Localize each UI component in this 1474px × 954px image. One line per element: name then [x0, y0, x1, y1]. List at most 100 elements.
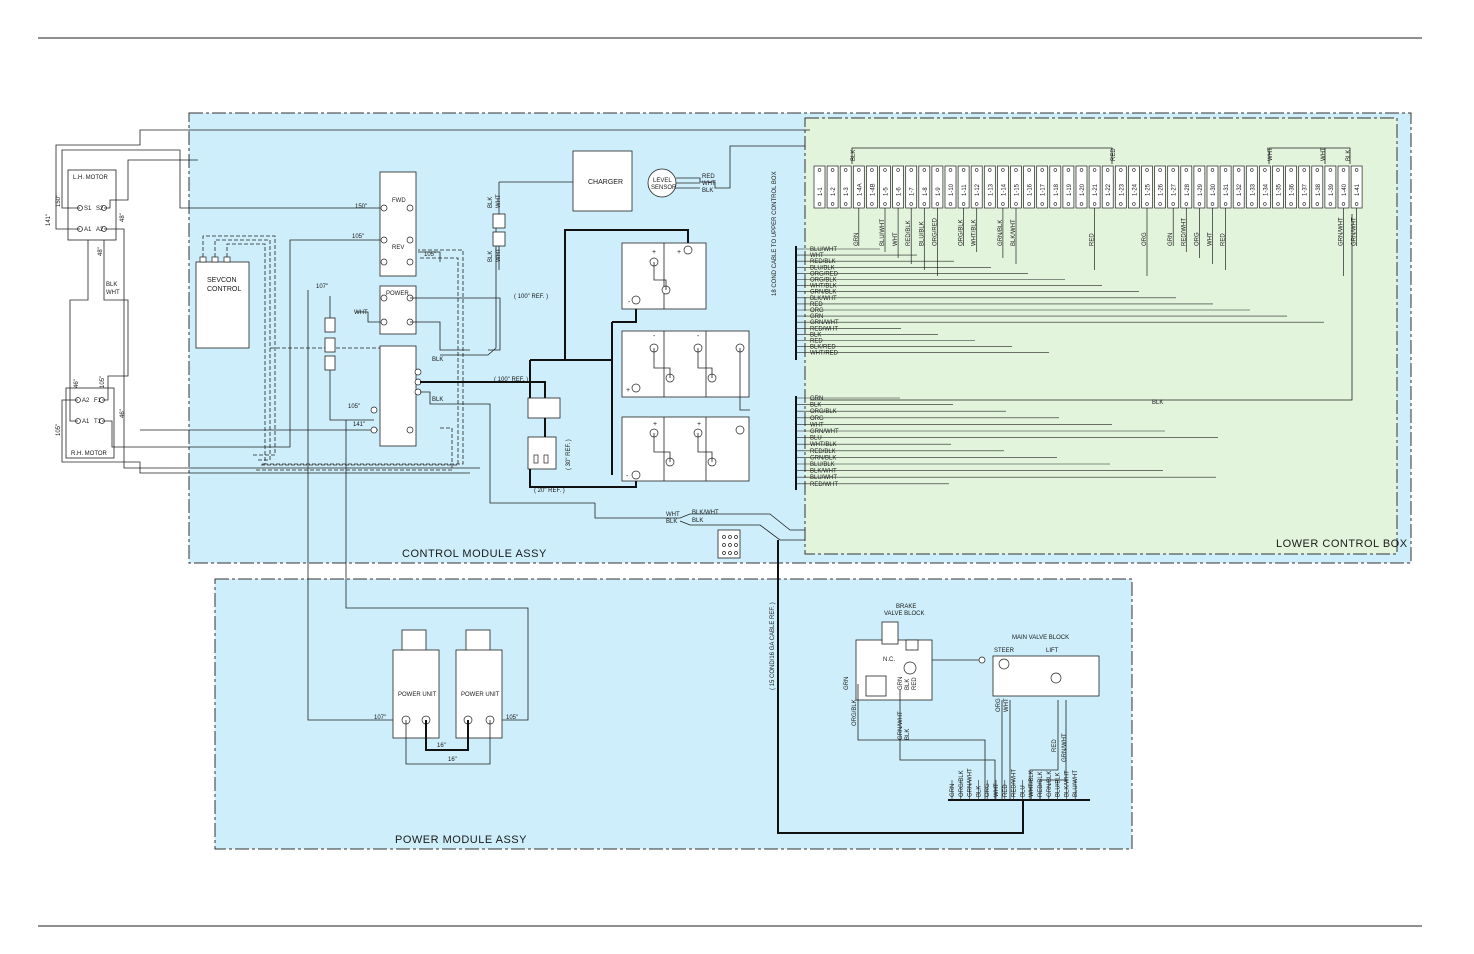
drop-wire-label: RED: [1090, 233, 1096, 246]
terminal-block: 1-31: [1219, 165, 1232, 209]
cable1-wires: BLU/WHTWHTRED/BLKBLU/BLKORG/REDORG/BLKWH…: [796, 247, 1324, 357]
drop-wire-label: RED/BLK: [906, 220, 912, 246]
main-contactor: [370, 345, 422, 447]
terminal-label: 1-13: [988, 183, 994, 196]
svg-text:S1: S1: [84, 206, 92, 212]
svg-text:POWER UNIT: POWER UNIT: [461, 692, 500, 698]
terminal-block: 1-40: [1337, 165, 1350, 209]
terminal-block: 1-19: [1062, 165, 1075, 209]
terminal-block: 1-38: [1311, 165, 1324, 209]
cable1-wire-label: BLU/WHT: [810, 247, 837, 253]
terminal-label: 1-17: [1041, 183, 1047, 196]
terminal-label: 1-7: [910, 187, 916, 196]
terminal-block: 1-20: [1075, 165, 1088, 209]
cable1-wire-label: ORG/BLK: [810, 278, 837, 284]
cable2-wire-label: GRN/WHT: [810, 429, 839, 435]
w48a-label: 48": [120, 213, 126, 222]
svg-text:VALVE BLOCK: VALVE BLOCK: [884, 611, 924, 617]
cable1-wire-label: WHT: [810, 253, 824, 259]
top-label-wht2: WHT: [1321, 147, 1327, 161]
svg-text:SENSOR: SENSOR: [651, 185, 677, 191]
terminal-label: 1-18: [1054, 183, 1060, 196]
terminal-block: 1-7: [905, 165, 918, 209]
svg-text:A2: A2: [96, 227, 104, 233]
cable1-wire-label: ORG: [810, 308, 824, 314]
drop-wire-label: WHT: [893, 232, 899, 246]
svg-text:A1: A1: [82, 419, 90, 425]
terminal-label: 1-25: [1146, 183, 1152, 196]
cable2-extra-blk: BLK: [1152, 400, 1163, 406]
terminal-block: 1-35: [1272, 165, 1284, 209]
harness-wire-label: RED: [1003, 784, 1009, 797]
terminal-label: 1-24: [1132, 183, 1138, 196]
svg-text:A2: A2: [82, 398, 90, 404]
lh-wht-label: WHT: [106, 290, 120, 296]
charger-wire-1: BLK: [488, 197, 494, 208]
terminal-label: 1-1: [818, 187, 824, 196]
svg-text:T1: T1: [94, 419, 102, 425]
terminal-label: 1-8: [923, 187, 929, 196]
lh-motor: L.H. MOTOR S1 S2 A1 A2: [67, 169, 117, 241]
cable2-wire-label: BLU: [810, 436, 822, 442]
w16a-label: 16": [437, 743, 446, 749]
terminal-block: 1-14: [997, 165, 1009, 209]
terminal-label: 1-38: [1316, 183, 1322, 196]
drop-wire-label: ORG: [1142, 232, 1148, 246]
cable1-wire-label: BLK: [810, 332, 821, 338]
harness-wire-label: BLU/BLK: [1056, 772, 1062, 797]
cable2-wire-label: BLU/BLK: [810, 462, 835, 468]
terminal-label: 1-20: [1080, 183, 1086, 196]
cable2-wire-label: ORG/BLK: [810, 409, 837, 415]
small-connector: [717, 529, 741, 559]
svg-text:REV: REV: [392, 245, 404, 251]
terminal-block: 1-30: [1206, 165, 1219, 209]
rh-motor: R.H. MOTOR A2 F1 A1 T1: [65, 387, 115, 459]
svg-text:STEER: STEER: [994, 648, 1015, 654]
terminal-label: 1-19: [1067, 183, 1073, 196]
svg-text:+: +: [626, 387, 630, 394]
svg-text:+: +: [677, 249, 681, 256]
drop-wire-label: GRN: [854, 233, 860, 246]
w48b-label: 48": [98, 247, 104, 256]
blk1-contactor-label: BLK: [432, 357, 443, 363]
terminal-block: 1-15: [1010, 165, 1022, 209]
terminal-label: 1-15: [1015, 183, 1021, 196]
terminal-block: 1-29: [1193, 165, 1206, 209]
cable1-wire-label: GRN/WHT: [810, 320, 839, 326]
terminal-block: 1-32: [1232, 165, 1245, 209]
terminal-label: 1-4A: [857, 183, 863, 196]
lower-control-box-label: LOWER CONTROL BOX: [1276, 538, 1408, 550]
battery-1: ++ -: [621, 242, 707, 310]
svg-text:-: -: [697, 333, 700, 340]
control-module-label: CONTROL MODULE ASSY: [402, 548, 547, 560]
terminal-label: 1-35: [1277, 183, 1283, 196]
conn-left-blk: BLK: [666, 519, 677, 525]
ref100a-label: ( 100" REF. ): [514, 294, 548, 300]
svg-text:MAIN VALVE BLOCK: MAIN VALVE BLOCK: [1012, 635, 1069, 641]
terminal-label: 1-16: [1028, 183, 1034, 196]
charger-wire-4: WHT: [496, 248, 502, 262]
svg-text:-: -: [626, 473, 629, 480]
ref30-label: ( 30" REF. ): [566, 439, 572, 470]
cable18-label: 18 COND CABLE TO UPPER CONTROL BOX: [772, 171, 778, 296]
terminal-label: 1-29: [1198, 183, 1204, 196]
charger-wire-3: BLK: [488, 251, 494, 262]
terminal-block: 1-4A: [852, 165, 865, 209]
brake-wire-orgblk: ORG/BLK: [852, 699, 858, 726]
terminal-label: 1-41: [1355, 183, 1361, 196]
conn-right-blk: BLK: [692, 518, 703, 524]
terminal-label: 1-31: [1224, 183, 1230, 196]
w105d-label: 105": [424, 252, 436, 258]
charger: CHARGER: [572, 150, 633, 212]
terminal-block: 1-39: [1324, 165, 1337, 209]
brake-mid-blk: BLK: [905, 679, 911, 690]
terminal-label: 1-5: [884, 187, 890, 196]
drop-wire-label: RED: [1221, 233, 1227, 246]
w48c-label: 46": [120, 409, 126, 418]
steer-wht: WHT: [1004, 698, 1010, 712]
svg-text:CHARGER: CHARGER: [588, 179, 623, 186]
cable15-label: ( 15 COND/16 GA CABLE REF. ): [770, 602, 776, 690]
drop-wire-label: ORG/RED: [932, 217, 938, 246]
